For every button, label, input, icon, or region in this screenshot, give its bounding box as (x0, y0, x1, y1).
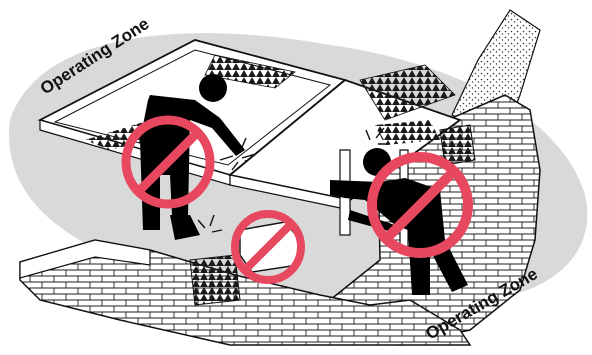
safety-illustration: Operating Zone Operating Zone (0, 0, 592, 355)
